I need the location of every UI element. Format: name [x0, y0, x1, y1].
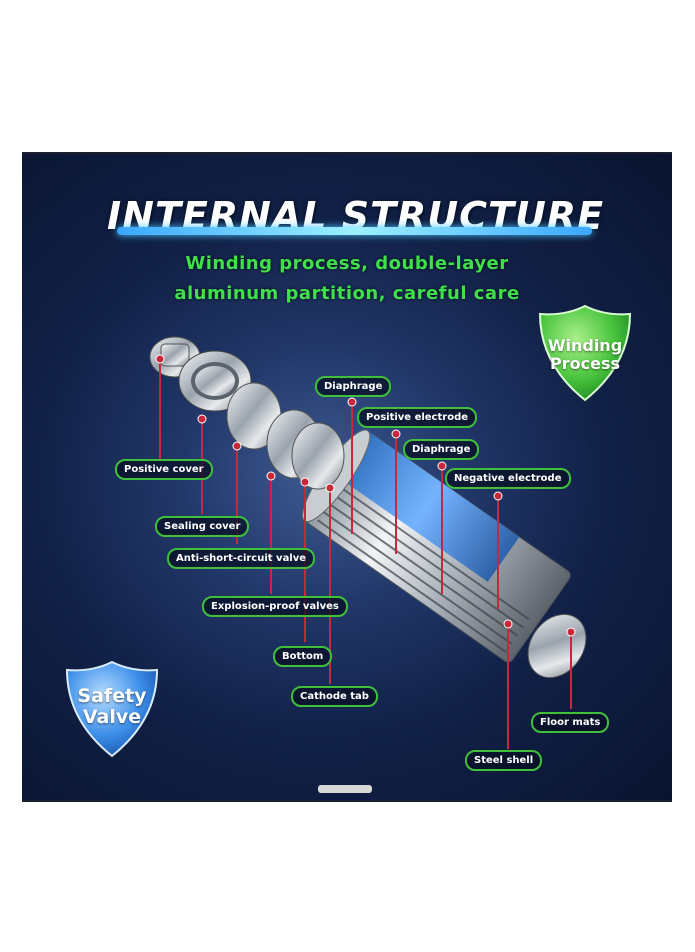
label-cathode-tab: Cathode tab	[291, 686, 378, 707]
label-anti-short-circuit-valve: Anti-short-circuit valve	[167, 548, 316, 569]
diagram-panel: INTERNAL STRUCTURE Winding process, doub…	[22, 152, 672, 802]
watermark-logo	[318, 785, 372, 793]
label-diaphrage-1: Diaphrage	[315, 376, 392, 397]
label-floor-mats: Floor mats	[531, 712, 610, 733]
label-negative-electrode: Negative electrode	[445, 468, 571, 489]
safety-valve-badge: Safety Valve	[67, 662, 157, 752]
label-positive-electrode: Positive electrode	[357, 407, 478, 428]
title-underline	[117, 227, 592, 235]
label-bottom: Bottom	[273, 646, 333, 667]
leader-dots	[155, 354, 576, 637]
label-positive-cover: Positive cover	[115, 459, 213, 480]
label-diaphrage-2: Diaphrage	[403, 439, 480, 460]
subtitle-line-2: aluminum partition, careful care	[174, 283, 520, 304]
bottom-part	[291, 422, 345, 490]
winding-process-badge-text: Winding Process	[547, 336, 623, 373]
safety-badge-shape	[65, 660, 159, 758]
label-explosion-proof-valves: Explosion-proof valves	[202, 596, 348, 617]
subtitle-line-1: Winding process, double-layer	[185, 253, 509, 274]
safety-valve-badge-text: Safety Valve	[77, 685, 147, 728]
label-sealing-cover: Sealing cover	[155, 516, 250, 537]
winding-badge-shape	[538, 304, 632, 402]
winding-process-badge: Winding Process	[540, 306, 630, 396]
label-steel-shell: Steel shell	[465, 750, 543, 771]
battery-exploded-view	[65, 304, 632, 758]
